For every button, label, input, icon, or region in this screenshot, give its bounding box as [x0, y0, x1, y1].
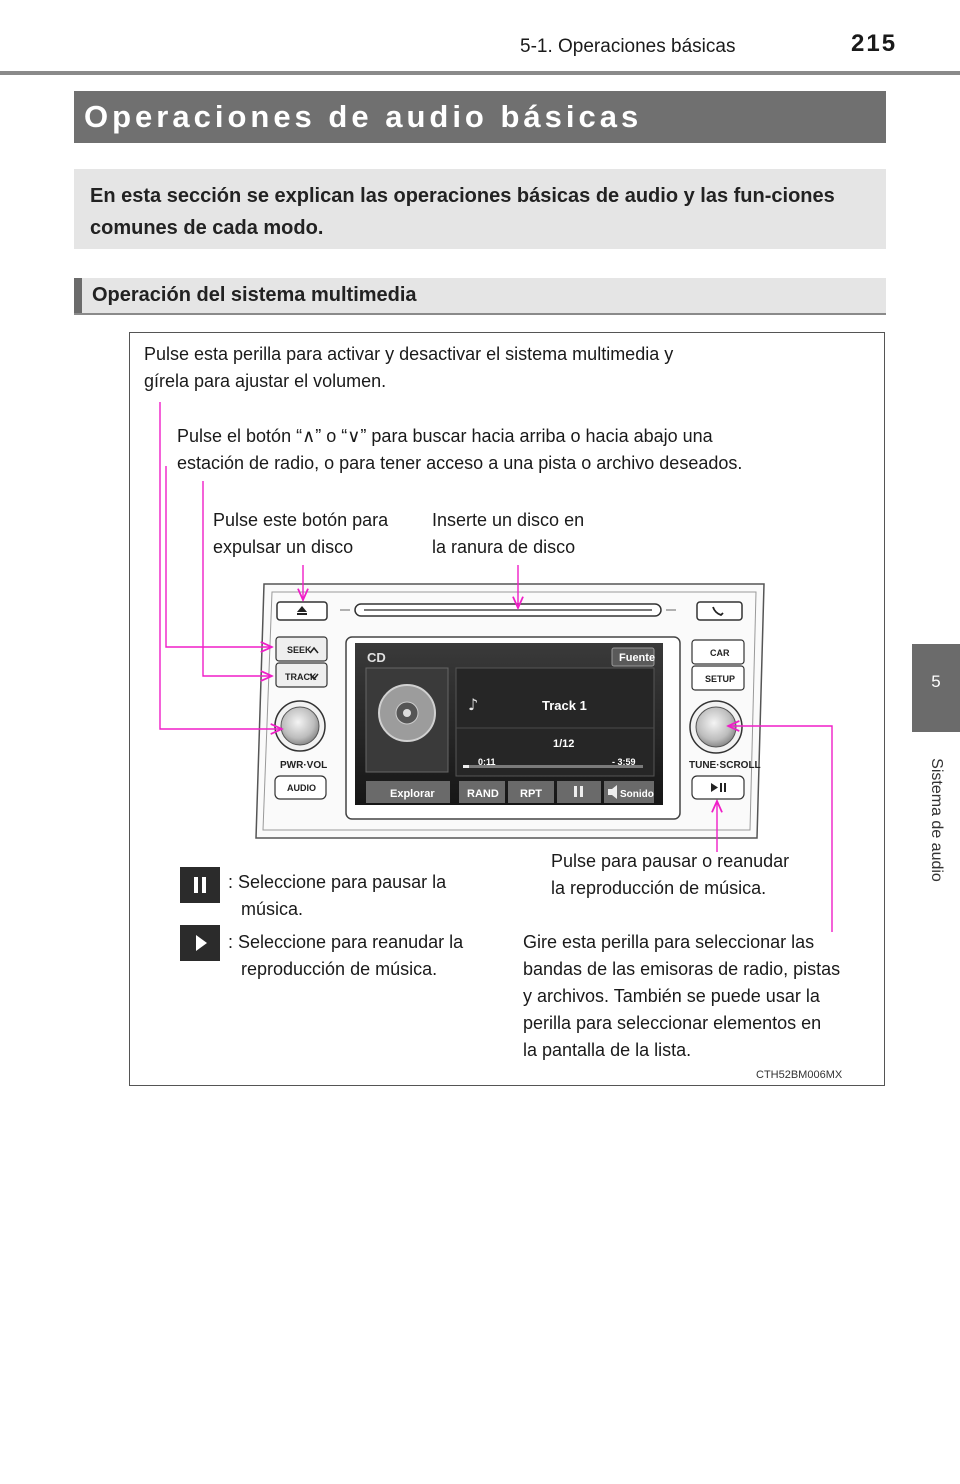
screen-btn-sonido: Sonido — [620, 789, 654, 800]
chapter-number: 5 — [931, 672, 941, 691]
subheading-bar: Operación del sistema multimedia — [74, 278, 886, 315]
callout-power-knob-1: Pulse esta perilla para activar y desact… — [144, 344, 674, 364]
play-icon-desc-1: : Seleccione para reanudar la — [228, 932, 464, 952]
pause-icon-desc-2: música. — [241, 899, 304, 919]
callout-eject-1: Pulse este botón para — [213, 510, 389, 530]
callout-eject-2: expulsar un disco — [213, 537, 354, 557]
callout-seek-1: Pulse el botón “∧” o “∨” para buscar hac… — [177, 426, 713, 446]
callout-slot-2: la ranura de disco — [432, 537, 576, 557]
phone-icon — [696, 601, 743, 621]
screen-source-button: Fuente — [619, 652, 655, 664]
car-label: CAR — [710, 648, 730, 658]
callout-tune-2: bandas de las emisoras de radio, pistas — [523, 959, 841, 979]
pause-icon — [180, 867, 220, 903]
callout-lines — [159, 402, 833, 932]
callout-tune-1: Gire esta perilla para seleccionar las — [523, 932, 815, 952]
music-note-icon: ♪ — [468, 695, 478, 714]
screen-btn-rand: RAND — [467, 788, 499, 800]
audio-button-graphic — [274, 775, 327, 800]
screen-btn-rpt: RPT — [520, 788, 542, 800]
screen-btn-explorar: Explorar — [390, 788, 435, 800]
callout-tune-4: perilla para seleccionar elementos en — [523, 1013, 822, 1033]
header-rule — [0, 71, 960, 75]
seek-label: SEEK — [287, 645, 312, 655]
track-button-graphic — [275, 662, 328, 688]
screen-source-mode: CD — [367, 650, 386, 665]
callout-slot-1: Inserte un disco en — [432, 510, 585, 530]
callout-tune-5: la pantalla de la lista. — [523, 1040, 692, 1060]
page-title: Operaciones de audio básicas — [84, 99, 643, 134]
page-title-bar: Operaciones de audio básicas — [74, 91, 886, 143]
display-screen: ♪ — [345, 636, 681, 820]
setup-button-graphic — [691, 665, 745, 691]
screen-track-title: Track 1 — [542, 698, 587, 713]
pwr-vol-label: PWR·VOL — [280, 760, 327, 771]
speaker-icon — [608, 785, 617, 799]
intro-box: En esta sección se explican las operacio… — [74, 169, 886, 249]
screen-elapsed: 0:11 — [478, 757, 496, 767]
section-header: 5-1. Operaciones básicas — [520, 36, 736, 57]
tune-scroll-knob — [689, 700, 743, 754]
pause-icon-desc-1: : Seleccione para pausar la — [228, 872, 447, 892]
page-number: 215 — [851, 30, 898, 57]
figure-frame — [129, 332, 885, 1086]
play-icon — [180, 925, 220, 961]
chapter-tab: 5 — [912, 644, 960, 732]
figure-code: CTH52BM006MX — [756, 1069, 843, 1081]
intro-text: En esta sección se explican las operacio… — [90, 185, 835, 239]
pwr-vol-knob — [274, 700, 326, 752]
play-icon-desc-2: reproducción de música. — [241, 959, 438, 979]
car-button-graphic — [691, 639, 745, 665]
callout-seek-2: estación de radio, o para tener acceso a… — [177, 453, 743, 473]
disc-slot — [340, 603, 676, 617]
callout-tune-3: y archivos. También se puede usar la — [523, 986, 820, 1006]
tune-scroll-label: TUNE·SCROLL — [689, 760, 761, 771]
setup-label: SETUP — [705, 674, 735, 684]
callout-playpause-2: la reproducción de música. — [551, 878, 767, 898]
seek-button-graphic — [275, 636, 328, 662]
callout-power-knob-2: gírela para ajustar el volumen. — [144, 371, 387, 391]
screen-remaining: - 3:59 — [612, 757, 636, 767]
subheading-text: Operación del sistema multimedia — [92, 284, 417, 306]
play-pause-button-graphic — [691, 775, 745, 800]
eject-button-graphic — [276, 601, 328, 621]
screen-track-position: 1/12 — [553, 738, 574, 750]
subheading-marker — [74, 278, 82, 313]
track-label: TRACK — [285, 672, 317, 682]
audio-label: AUDIO — [287, 783, 316, 793]
callout-playpause-1: Pulse para pausar o reanudar — [551, 851, 790, 871]
